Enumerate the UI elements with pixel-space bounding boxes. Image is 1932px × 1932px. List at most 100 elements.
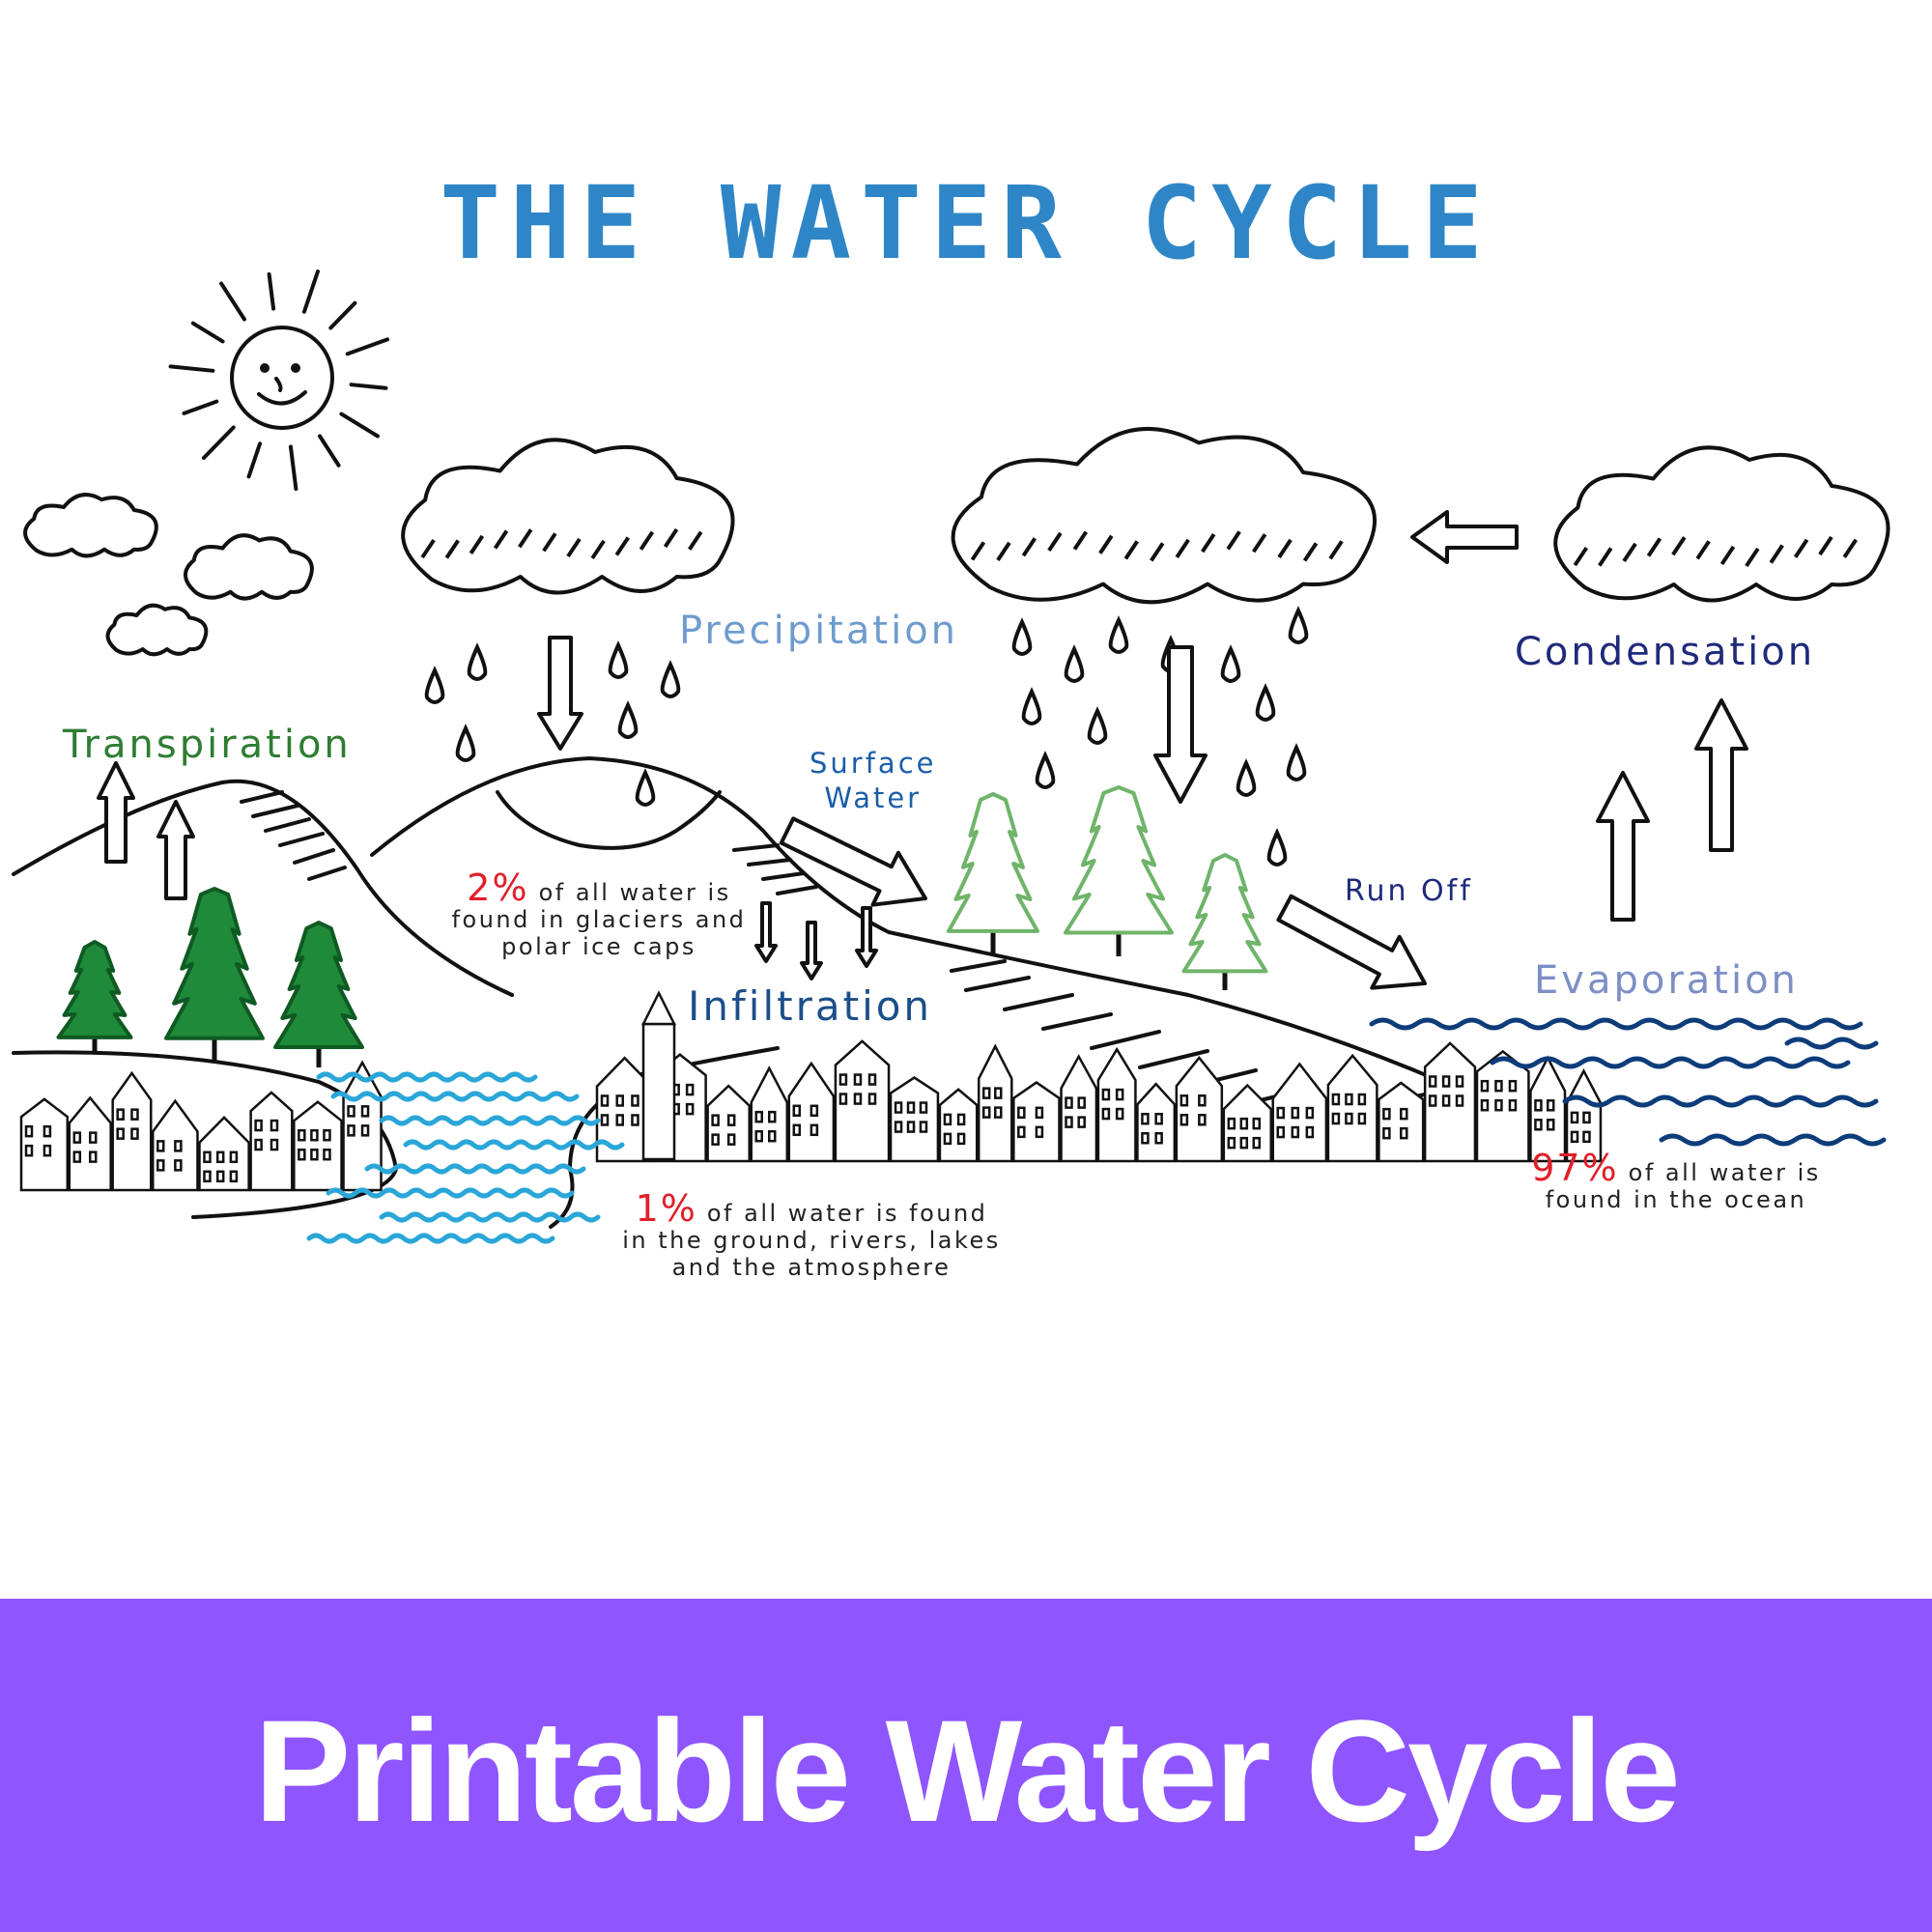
house-window: [894, 1101, 903, 1114]
house-window: [1017, 1125, 1026, 1139]
house-window: [1331, 1112, 1341, 1125]
wave-icon: [379, 1211, 601, 1223]
cloud-shading: [1175, 538, 1190, 558]
slope-hatch: [1138, 1049, 1209, 1069]
cloud-shading: [1818, 535, 1833, 556]
cloud-shading: [1671, 536, 1687, 556]
sun-ray: [349, 383, 388, 390]
house-window: [203, 1151, 212, 1164]
slope-hatch: [240, 790, 284, 804]
house-window: [116, 1108, 125, 1121]
house-window: [1480, 1098, 1490, 1112]
cloud-shading: [469, 534, 485, 554]
center-mountain: [370, 755, 1538, 1127]
cloud-shading: [1842, 538, 1858, 558]
sun-ray: [318, 434, 341, 468]
pine-tree-icon: [1181, 853, 1268, 974]
house-window: [1065, 1116, 1073, 1128]
house-window: [1141, 1131, 1150, 1145]
house-window: [323, 1148, 331, 1161]
raindrop-icon: [1035, 751, 1056, 789]
house-icon: [293, 1100, 343, 1192]
slope-hatch: [278, 832, 325, 847]
cloud-shading: [444, 539, 460, 559]
house-window: [310, 1148, 319, 1161]
house-window: [1227, 1136, 1236, 1150]
house-window: [1345, 1112, 1353, 1125]
label-evaporation: Evaporation: [1534, 958, 1799, 1003]
wave-icon: [330, 1091, 580, 1102]
house-window: [1101, 1107, 1111, 1121]
house-window: [24, 1144, 34, 1157]
house-window: [754, 1110, 763, 1123]
cloud-shading: [518, 528, 533, 549]
cloud-shading: [1302, 542, 1319, 562]
house-window: [810, 1104, 819, 1118]
house-window: [1400, 1126, 1408, 1140]
cloud-shading: [1150, 542, 1165, 562]
house-window: [1546, 1119, 1555, 1131]
note-ocean-line2: found in the ocean: [1545, 1186, 1807, 1213]
house-window: [1239, 1136, 1249, 1150]
house-window: [215, 1151, 225, 1164]
note-ground-line2: in the ground, rivers, lakes: [622, 1227, 1001, 1254]
house-window: [43, 1144, 52, 1157]
slope-hatch: [307, 866, 347, 881]
note-glaciers: 2%of all water is found in glaciers and …: [440, 869, 758, 960]
sun-ray: [201, 425, 236, 461]
house-icon: [1012, 1081, 1061, 1163]
arrow-icon: [800, 921, 823, 980]
house-window: [1252, 1117, 1262, 1130]
arrow-icon: [754, 901, 778, 963]
house-window: [943, 1132, 952, 1146]
slope-hatch: [776, 885, 818, 895]
house-window: [1382, 1126, 1391, 1140]
note-ground-line1: of all water is found: [706, 1200, 988, 1227]
house-window: [1077, 1096, 1086, 1109]
house-window: [1115, 1107, 1124, 1121]
house-window: [981, 1087, 991, 1099]
house-window: [631, 1094, 639, 1107]
house-window: [919, 1121, 928, 1133]
raindrop-icon: [1220, 644, 1241, 683]
house-window: [1017, 1106, 1026, 1120]
house-window: [174, 1159, 183, 1172]
cloud-shading: [566, 537, 582, 558]
house-window: [726, 1133, 736, 1146]
sun-ray: [288, 444, 298, 492]
house-window: [1428, 1094, 1437, 1107]
arrow-icon: [779, 816, 927, 907]
cloud-shading: [420, 538, 436, 559]
diagram-artwork: [12, 270, 1890, 1244]
house-icon: [834, 1039, 891, 1163]
house-icon: [68, 1095, 112, 1192]
cloud-shading: [1098, 534, 1114, 554]
arrow-icon: [97, 761, 135, 864]
house-window: [323, 1128, 331, 1142]
wave-icon: [1659, 1133, 1887, 1147]
house-window: [270, 1138, 279, 1151]
label-surface-water: Surface Water: [810, 746, 936, 815]
raindrop-icon: [1064, 644, 1085, 683]
slope-hatch: [1090, 1030, 1161, 1050]
cloud-shading: [1769, 544, 1784, 564]
note-glaciers-line2: found in glaciers and: [451, 906, 747, 933]
house-window: [906, 1121, 916, 1133]
house-window: [1570, 1130, 1579, 1144]
house-window: [867, 1093, 877, 1105]
raindrop-icon: [1087, 706, 1108, 745]
house-window: [1276, 1106, 1286, 1120]
house-window: [298, 1148, 306, 1161]
house-window: [72, 1131, 82, 1144]
house-window: [1154, 1131, 1163, 1145]
label-surface-water-line2: Water: [824, 781, 923, 814]
house-window: [1546, 1099, 1555, 1112]
wave-icon: [1784, 1037, 1879, 1050]
cloud-shading: [1695, 540, 1711, 560]
raindrop-icon: [1236, 758, 1257, 797]
raindrop-icon: [1011, 617, 1033, 656]
cloud-shading: [1793, 538, 1809, 558]
label-infiltration: Infiltration: [688, 982, 933, 1030]
house-window: [1179, 1113, 1189, 1126]
arrow-icon: [1153, 645, 1208, 804]
